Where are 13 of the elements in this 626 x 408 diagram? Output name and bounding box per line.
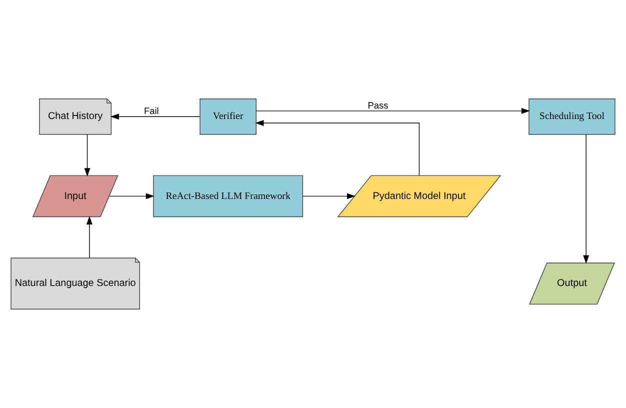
node-box: ReAct-Based LLM Framework xyxy=(153,175,304,218)
arrow xyxy=(110,114,200,120)
edge-label: Pass xyxy=(368,100,388,110)
arrow xyxy=(108,193,154,200)
node-box: Verifier xyxy=(200,98,257,135)
arrow xyxy=(583,134,590,264)
arrow xyxy=(302,193,356,200)
arrow xyxy=(255,120,420,176)
edge-label: Fail xyxy=(144,106,159,116)
arrow xyxy=(84,134,90,177)
arrow xyxy=(86,216,92,258)
arrow xyxy=(256,108,530,114)
node-box: Scheduling Tool xyxy=(528,98,616,135)
